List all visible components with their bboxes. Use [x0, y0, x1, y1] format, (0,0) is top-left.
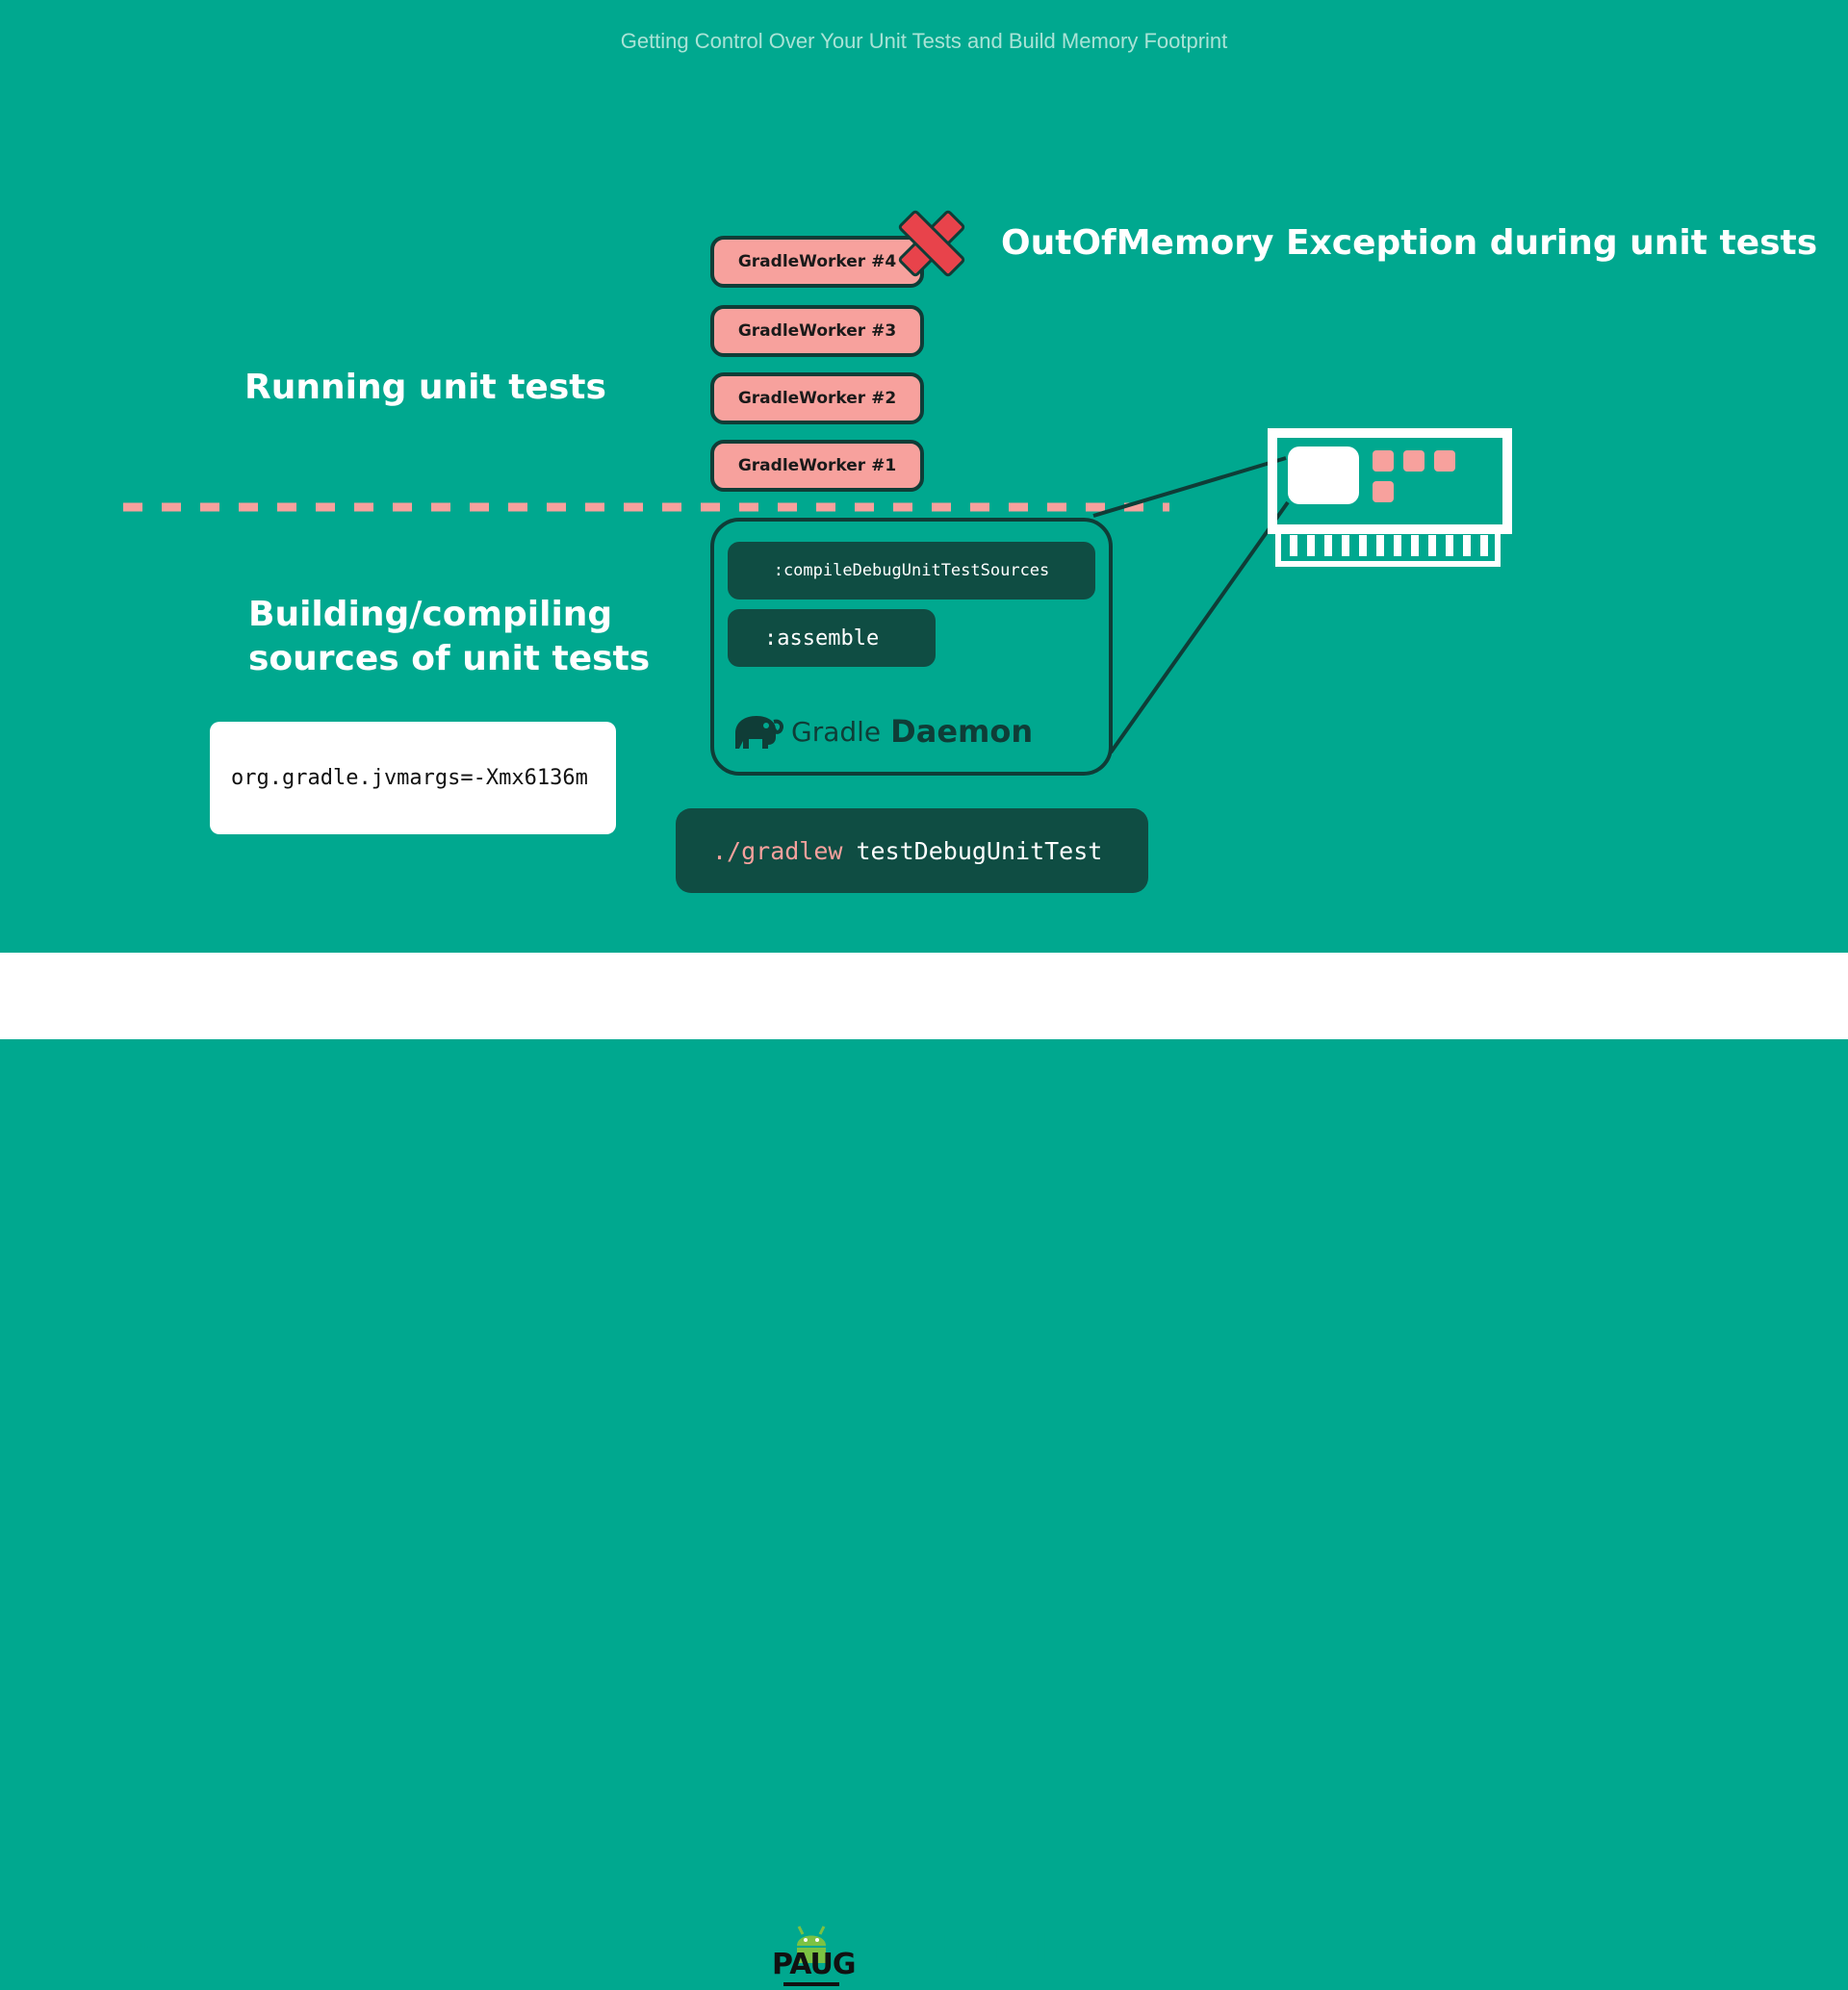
building-label: Building/compiling sources of unit tests	[248, 593, 650, 681]
running-unit-tests-label: Running unit tests	[244, 368, 606, 407]
connector-lines	[123, 456, 1290, 754]
footer-date: 12 April 2023	[1670, 1940, 1794, 1959]
trainline-logo: trainline	[895, 1927, 1109, 1970]
slide: Getting Control Over Your Unit Tests and…	[0, 0, 1848, 953]
footer-author: Oussama Hafferssas	[42, 1940, 230, 1959]
oom-exception-label: OutOfMemory Exception during unit tests	[1001, 223, 1818, 263]
gradle-daemon-box	[710, 518, 1113, 776]
trainline-text: trainline	[941, 1927, 1109, 1970]
daemon-text: Daemon	[890, 713, 1034, 750]
trainline-heart-icon	[895, 1931, 934, 1966]
slide-title: Getting Control Over Your Unit Tests and…	[620, 29, 1228, 53]
gradle-worker-4: GradleWorker #4	[710, 236, 924, 288]
gradle-worker-3: GradleWorker #3	[710, 305, 924, 357]
gradle-worker-1: GradleWorker #1	[710, 440, 924, 492]
task-compile-debug-unit-test-sources: :compileDebugUnitTestSources	[728, 542, 1095, 600]
gradle-elephant-icon	[735, 716, 783, 749]
memory-connector-bottom	[1109, 500, 1290, 754]
building-label-line-2: sources of unit tests	[248, 639, 651, 679]
command-prefix: ./gradlew	[712, 836, 843, 865]
building-label-line-1: Building/compiling	[248, 595, 613, 634]
error-x-icon	[898, 210, 965, 277]
jvm-args-box: org.gradle.jvmargs=-Xmx6136m	[210, 722, 616, 834]
footer: Oussama Hafferssas PAUG trainline 12 Apr…	[0, 953, 1848, 1986]
gradle-brand-text: Gradle	[791, 715, 882, 748]
gradle-command-box: ./gradlew testDebugUnitTest	[676, 808, 1148, 893]
task-assemble: :assemble	[728, 609, 936, 667]
gradle-worker-2: GradleWorker #2	[710, 372, 924, 424]
gradle-daemon-logo: Gradle Daemon	[730, 701, 1033, 762]
memory-chip-icon	[1268, 428, 1512, 567]
paug-text: PAUG	[772, 1948, 857, 1981]
command-task: testDebugUnitTest	[856, 836, 1103, 865]
memory-connector-top	[1092, 456, 1287, 518]
